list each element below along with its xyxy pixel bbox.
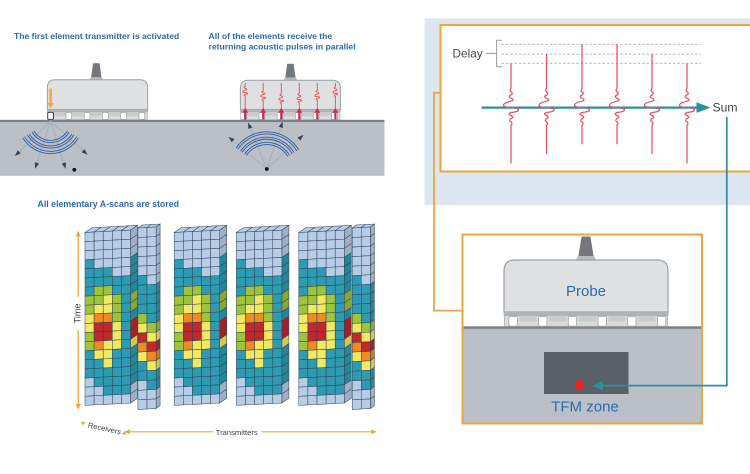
svg-text:Time: Time <box>73 303 83 323</box>
svg-text:The first element transmitter: The first element transmitter is activat… <box>14 31 179 41</box>
svg-text:Probe: Probe <box>566 283 606 300</box>
svg-text:TFM zone: TFM zone <box>551 399 619 416</box>
svg-text:returning acoustic pulses in p: returning acoustic pulses in parallel <box>209 42 356 52</box>
svg-text:All elementary A-scans are sto: All elementary A-scans are stored <box>38 199 179 209</box>
svg-text:Transmitters: Transmitters <box>216 428 258 437</box>
svg-text:Receivers: Receivers <box>87 421 122 437</box>
svg-text:Delay: Delay <box>453 47 483 61</box>
svg-text:Sum: Sum <box>713 101 738 115</box>
svg-text:All of the elements receive th: All of the elements receive the <box>209 31 333 41</box>
